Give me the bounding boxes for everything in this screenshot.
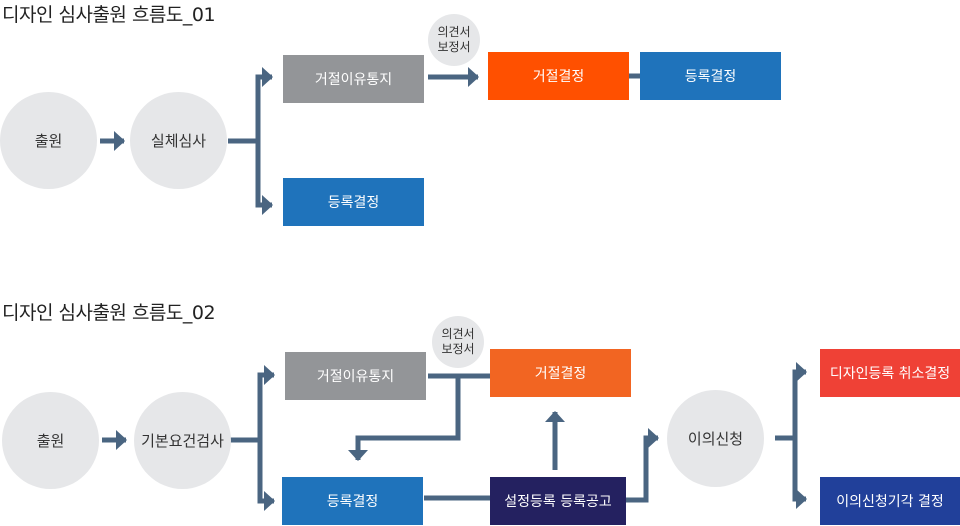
flow1-substantive-exam-node: 실체심사 — [130, 92, 227, 189]
opinion-label: 의견서 — [437, 25, 471, 39]
flow1-opinion-amendment-badge: 의견서 보정서 — [428, 14, 480, 66]
flow2-title: 디자인 심사출원 흐름도_02 — [2, 302, 216, 324]
flow2-opposition-node: 이의신청 — [667, 390, 764, 487]
amendment-label: 보정서 — [441, 342, 475, 356]
flow2-cancellation-decision-box: 디자인등록 취소결정 — [820, 349, 960, 397]
arrow-to-notice-2 — [257, 365, 275, 442]
flow2-filing-node: 출원 — [2, 392, 99, 489]
arrow-to-registration-2 — [257, 438, 275, 511]
flow1-filing-node: 출원 — [0, 92, 97, 189]
flow2-registration-publication-box: 설정등록 등록공고 — [490, 477, 626, 525]
flow2-opposition-dismissal-box: 이의신청기각 결정 — [820, 477, 960, 525]
arrow-to-dismissal — [792, 436, 807, 509]
arrow-publication-to-opposition — [626, 428, 659, 503]
flow1-rejection-decision-box: 거절결정 — [488, 52, 629, 100]
amendment-label: 보정서 — [437, 40, 471, 54]
opinion-label: 의견서 — [441, 327, 475, 341]
flow2-formality-exam-node: 기본요건검사 — [134, 392, 231, 489]
arrow-notice-down-to-registration — [348, 376, 461, 461]
flow2-registration-decision-box: 등록결정 — [282, 477, 423, 525]
flow2-rejection-decision-box: 거절결정 — [490, 349, 631, 397]
flow1-registration-decision-box-a: 등록결정 — [640, 52, 781, 100]
arrow-to-notice — [255, 67, 273, 143]
arrow-to-cancellation — [792, 362, 807, 440]
flow1-title: 디자인 심사출원 흐름도_01 — [2, 4, 216, 26]
arrow-to-registration — [255, 139, 273, 215]
flow2-notice-of-rejection-box: 거절이유통지 — [285, 352, 426, 400]
flow1-notice-of-rejection-box: 거절이유통지 — [283, 55, 424, 103]
flow2-opinion-amendment-badge: 의견서 보정서 — [432, 316, 484, 368]
flow1-registration-decision-box-b: 등록결정 — [283, 178, 424, 226]
